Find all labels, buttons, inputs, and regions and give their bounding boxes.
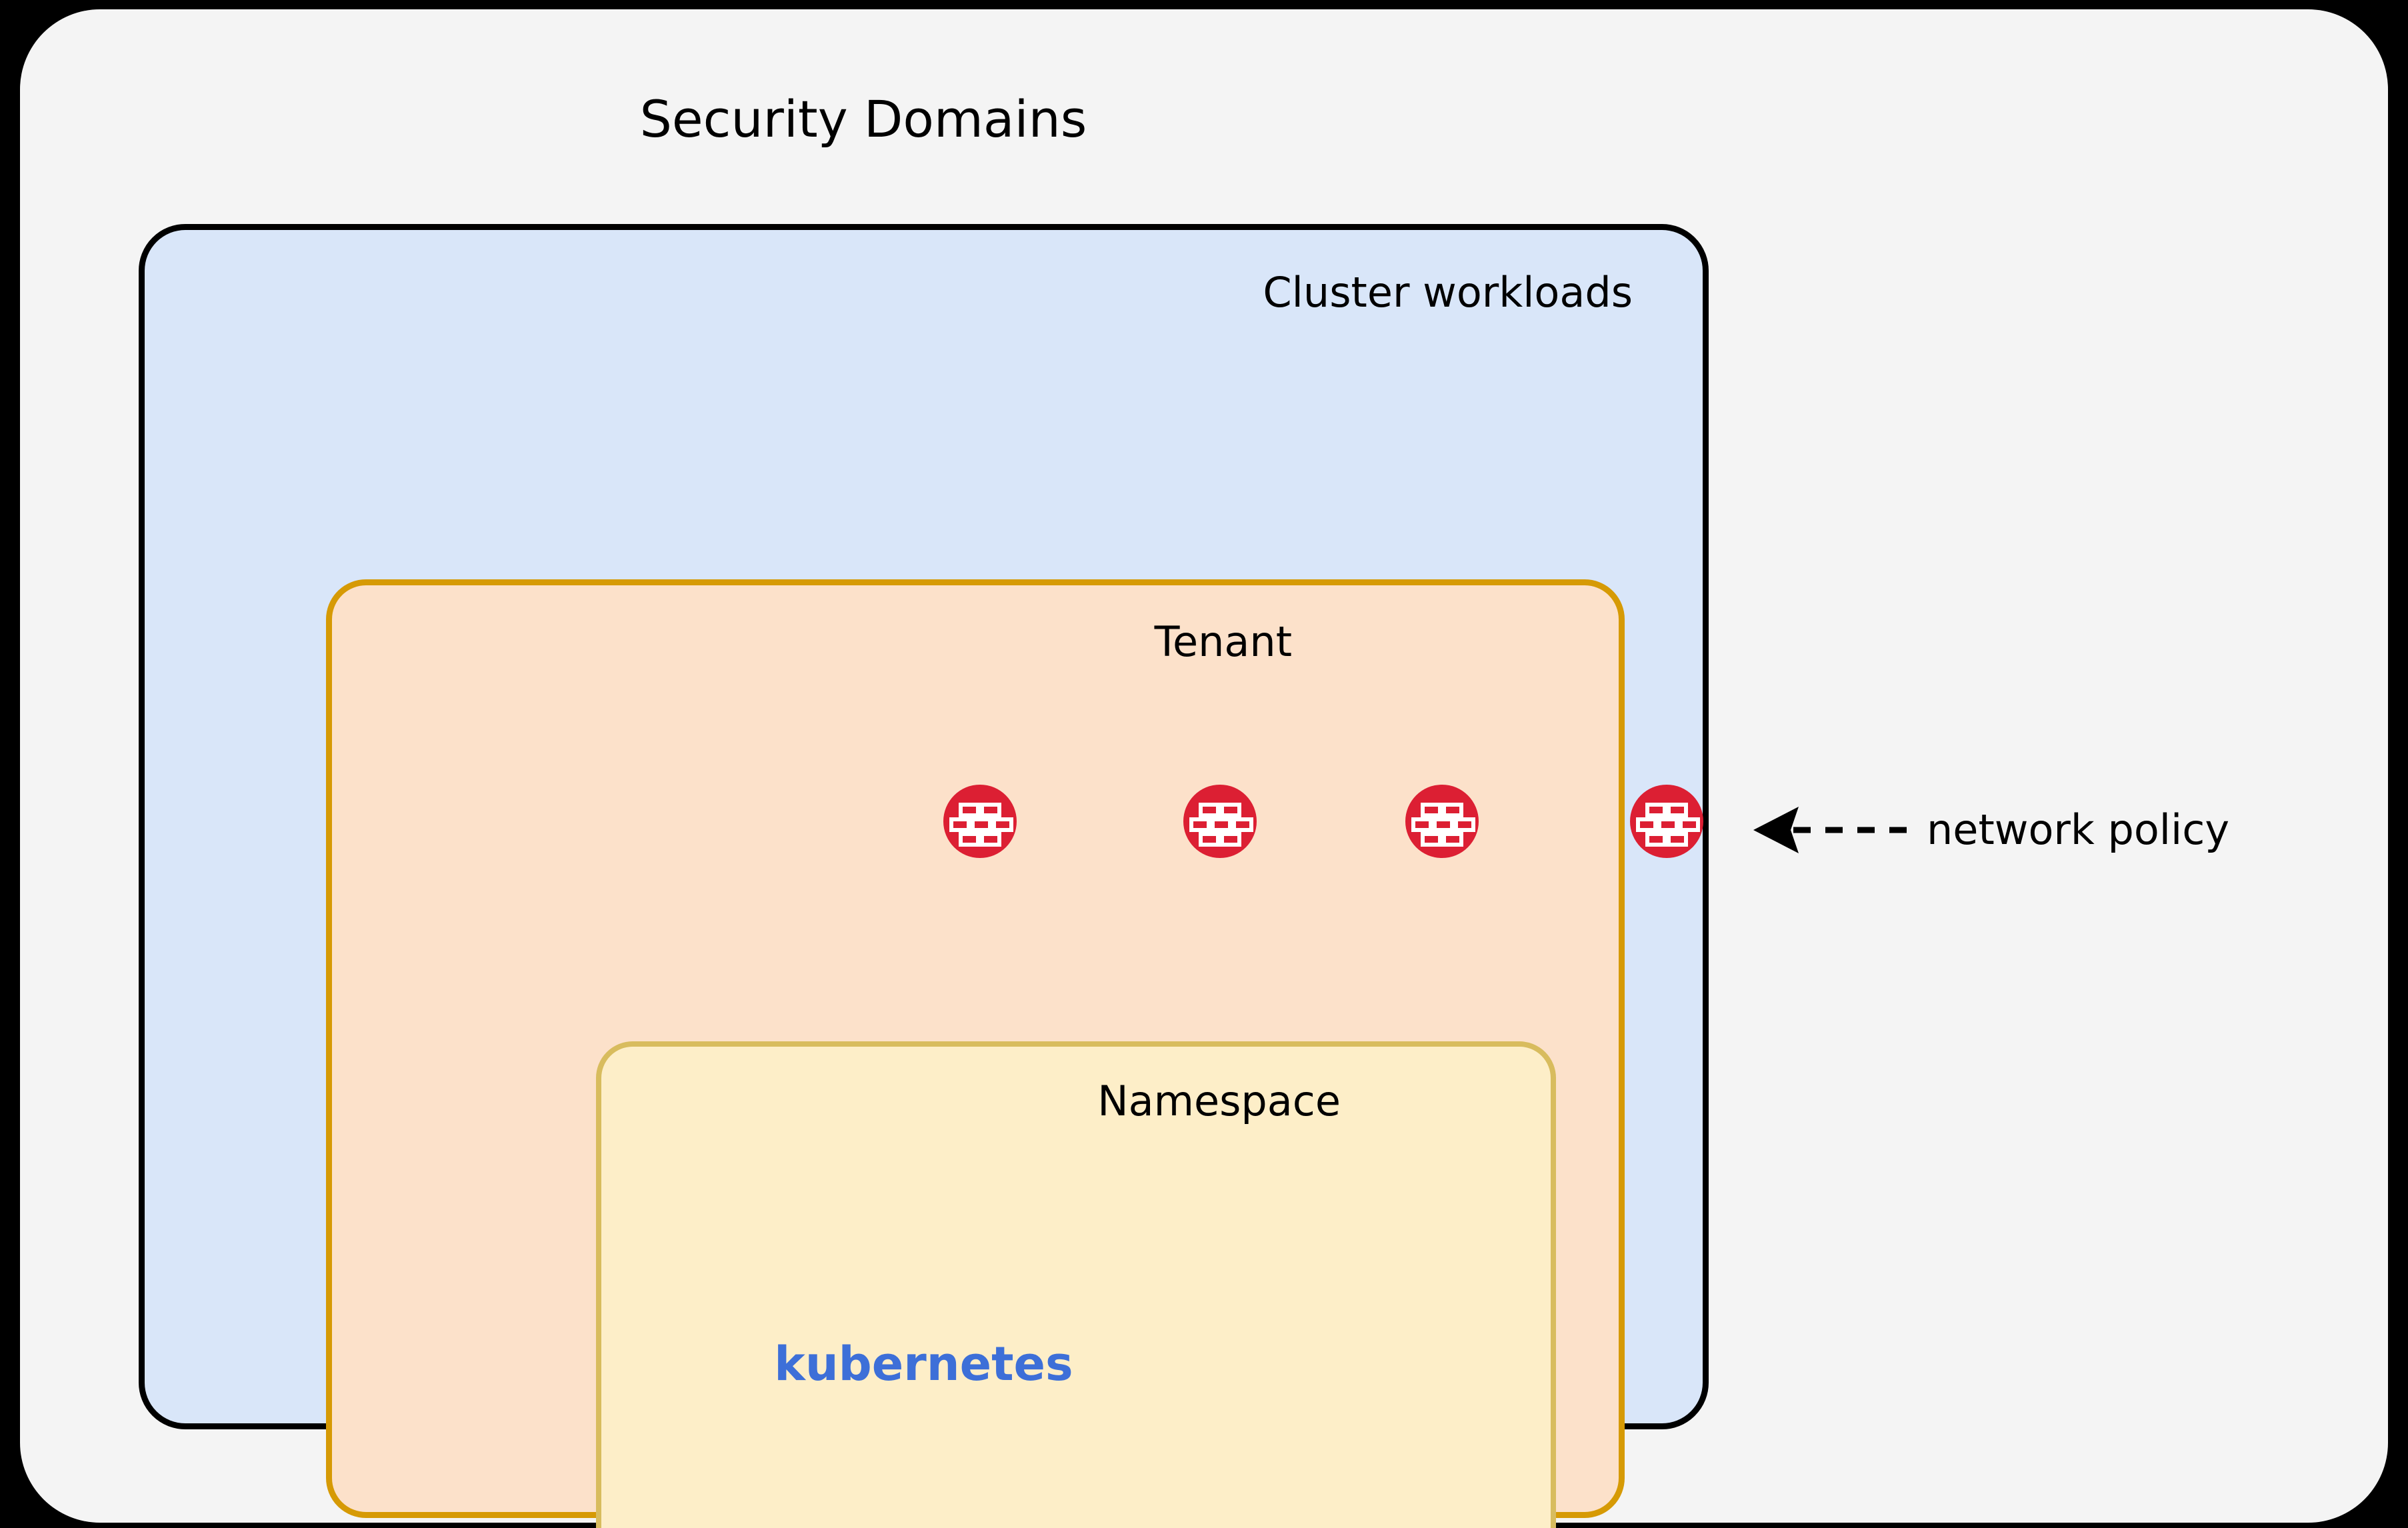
arrow-left-dashed-icon	[1747, 807, 1907, 853]
network-policy-label: network policy	[1927, 805, 2230, 854]
outer-panel: Security Domains Cluster workloads Tenan…	[20, 9, 2388, 1528]
namespace-label: Namespace	[1097, 1077, 1341, 1125]
cluster-workloads-label: Cluster workloads	[1263, 268, 1633, 317]
firewall-badge-tenant	[1405, 785, 1479, 858]
tenant-label: Tenant	[1154, 617, 1292, 666]
firewall-brick-icon	[1411, 803, 1475, 847]
cluster-workloads-box: Cluster workloads Tenant Namespace Endpo…	[139, 224, 1709, 1528]
page-title: Security Domains	[639, 89, 1087, 149]
kubernetes-brand-label: kubernetes	[774, 1337, 1073, 1391]
firewall-brick-icon	[1636, 803, 1700, 847]
namespace-box: Namespace Endpoint groups	[596, 1041, 1556, 1528]
firewall-brick-icon	[1189, 803, 1253, 847]
firewall-badge-cluster	[1630, 785, 1703, 858]
firewall-brick-icon	[949, 803, 1013, 847]
firewall-badge-namespace	[1183, 785, 1257, 858]
firewall-badge-endpoint-groups	[943, 785, 1017, 858]
tenant-box: Tenant Namespace Endpoint groups	[326, 579, 1625, 1528]
